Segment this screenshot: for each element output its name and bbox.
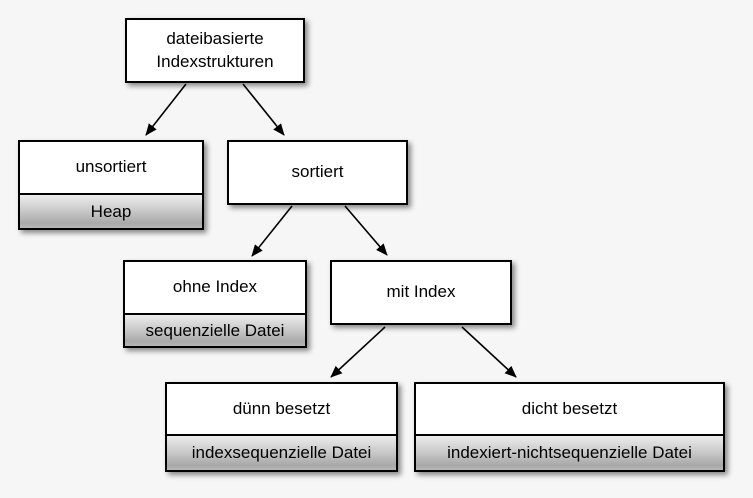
node-sortiert: sortiert: [227, 140, 408, 205]
node-dicht-besetzt-sublabel: indexiert-nichtsequenzielle Datei: [416, 434, 723, 470]
node-root: dateibasierte Indexstrukturen: [125, 18, 305, 83]
node-ohne-index: ohne Index sequenzielle Datei: [123, 260, 307, 348]
edge-sortiert-ohne-index-arrow: [251, 205, 293, 257]
node-dicht-besetzt: dicht besetzt indexiert-nichtsequenziell…: [414, 382, 725, 472]
edge-sortiert-mit-index-arrow: [344, 205, 388, 256]
edge-root-sortiert-arrow: [242, 83, 285, 136]
node-unsortiert-label: unsortiert: [20, 142, 202, 193]
edge-mit-index-duenn-arrow: [330, 326, 386, 378]
node-ohne-index-sublabel: sequenzielle Datei: [125, 313, 305, 346]
node-mit-index: mit Index: [330, 260, 512, 325]
node-sortiert-label: sortiert: [229, 142, 406, 203]
node-root-label: dateibasierte Indexstrukturen: [127, 20, 303, 81]
node-unsortiert-sublabel: Heap: [20, 193, 202, 228]
node-duenn-besetzt-sublabel: indexsequenzielle Datei: [167, 434, 396, 470]
node-duenn-besetzt-label: dünn besetzt: [167, 384, 396, 434]
node-duenn-besetzt: dünn besetzt indexsequenzielle Datei: [165, 382, 398, 472]
node-dicht-besetzt-label: dicht besetzt: [416, 384, 723, 434]
edge-root-unsortiert-arrow: [145, 83, 187, 136]
node-ohne-index-label: ohne Index: [125, 262, 305, 313]
node-unsortiert: unsortiert Heap: [18, 140, 204, 230]
edge-mit-index-dicht-arrow: [461, 326, 517, 378]
node-mit-index-label: mit Index: [332, 262, 510, 323]
